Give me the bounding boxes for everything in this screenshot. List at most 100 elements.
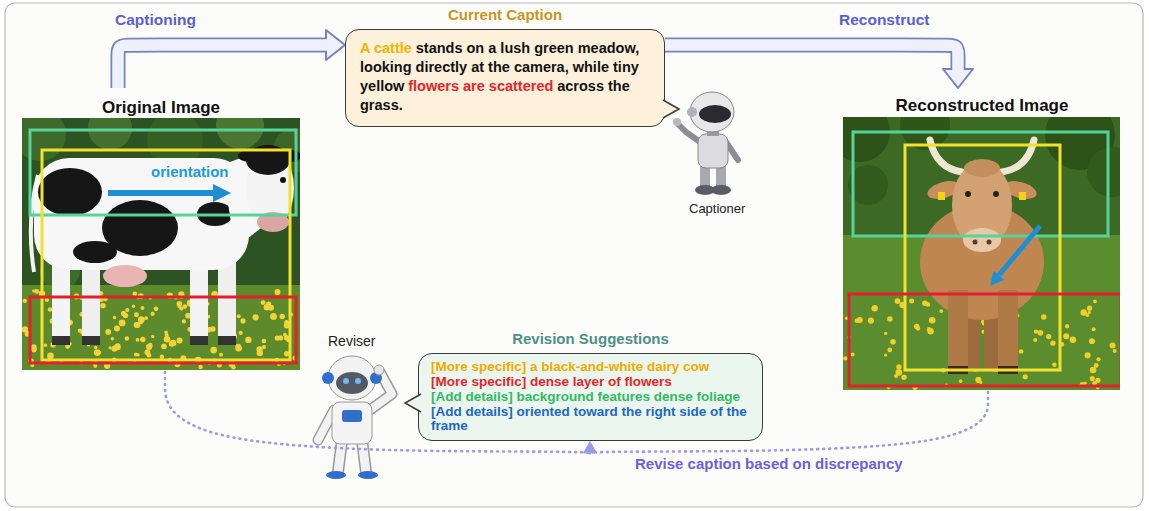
- flower-dot: [236, 344, 241, 349]
- flower-dot: [245, 337, 251, 343]
- flower-dot: [170, 340, 176, 346]
- captioner-robot-part: [698, 134, 728, 168]
- flower-dot: [147, 353, 152, 358]
- reviser-robot-part: [328, 356, 376, 400]
- flower-dot: [138, 316, 145, 323]
- bubble-tail-shape: [663, 100, 679, 118]
- image-title: Original Image: [20, 88, 302, 118]
- flower-dot: [922, 301, 927, 306]
- reconstructed-photo-part: [965, 191, 971, 197]
- reconstructed-photo-part: [987, 240, 992, 245]
- flower-dot: [134, 312, 139, 317]
- captioner-robot-part: [699, 105, 731, 123]
- flower-dot: [252, 314, 258, 320]
- reconstructed-photo-part: [993, 191, 999, 197]
- suggestion-bubble: Revision Suggestions[More specific] a bl…: [418, 330, 763, 441]
- flower-dot: [884, 353, 887, 356]
- flower-dot: [909, 299, 914, 304]
- reviser-robot-part: [338, 440, 342, 472]
- reconstructed-photo-part: [998, 290, 1018, 370]
- bubble-heading: Revision Suggestions: [418, 330, 763, 347]
- flower-dot: [140, 337, 145, 342]
- arrow-shaft-fill: [118, 45, 329, 88]
- reviser-robot-part: [362, 440, 366, 472]
- edge-label: Reconstruct: [836, 11, 932, 29]
- original-photo-part: [42, 150, 290, 360]
- flower-dot: [270, 313, 277, 320]
- flower-dot: [114, 325, 120, 331]
- original-photo-part: [82, 336, 100, 345]
- reviser-robot-part: [342, 410, 362, 422]
- flower-dot: [161, 344, 167, 350]
- captioner-robot: [673, 92, 738, 195]
- flow-arrow: [118, 30, 345, 88]
- reviser-robot-part: [358, 471, 378, 479]
- arrow-head: [583, 441, 597, 453]
- flower-dot: [914, 324, 919, 329]
- flower-dot: [1023, 374, 1028, 379]
- caption-paragraph: A cattlestands on a lush green meadow, l…: [360, 39, 650, 116]
- image-panel: Original Image: [20, 88, 302, 372]
- reconstructed-photo-part: [938, 192, 945, 200]
- flower-dot: [34, 289, 39, 294]
- flower-dot: [275, 289, 281, 295]
- original-photo-part: [108, 190, 214, 196]
- reviser-robot-part: [370, 372, 392, 410]
- flower-dot: [182, 319, 186, 323]
- caption-segment: flowers are scattered: [408, 78, 553, 94]
- edge-label: Captioning: [112, 11, 199, 29]
- reviser-robot-part: [322, 372, 334, 384]
- flower-dot: [887, 348, 892, 353]
- original-photo: [22, 118, 300, 370]
- flower-dot: [896, 369, 903, 376]
- flower-dot: [283, 333, 287, 337]
- flower-dot: [1093, 299, 1097, 303]
- flower-dot: [857, 317, 863, 323]
- speech-bubble: A cattlestands on a lush green meadow, l…: [345, 29, 665, 127]
- reconstructed-photo-part: [853, 132, 1108, 236]
- reconstructed-photo-part: [843, 117, 890, 162]
- flower-dot: [160, 355, 164, 359]
- reviser-robot-part: [370, 372, 392, 410]
- original-photo-part: [73, 241, 117, 263]
- flower-dot: [94, 346, 97, 349]
- captioner-robot-part: [687, 107, 697, 117]
- captioner-robot-part: [711, 185, 731, 195]
- flower-dot: [280, 314, 285, 319]
- figure-frame: [5, 3, 1143, 507]
- flower-dot: [1033, 338, 1037, 342]
- flower-dot: [150, 312, 154, 316]
- annotation-label: orientation: [151, 163, 229, 180]
- original-photo-part: [38, 168, 102, 216]
- flow-arrow: [665, 45, 973, 88]
- bubble-tail: [405, 394, 421, 412]
- flower-dot: [154, 307, 159, 312]
- flower-dot: [1110, 342, 1116, 348]
- arrow-shaft: [118, 45, 326, 88]
- original-photo-part: [238, 150, 262, 162]
- flower-dot: [1050, 341, 1055, 346]
- original-photo-part: [52, 336, 70, 345]
- flower-dot: [975, 377, 981, 383]
- flower-dot: [239, 331, 243, 335]
- flower-dot: [31, 347, 37, 353]
- flower-dot: [177, 338, 183, 344]
- bubble-tail-shape: [405, 394, 421, 412]
- reviser-robot: [318, 356, 392, 479]
- captioner-robot-part: [673, 118, 681, 126]
- flower-dot: [98, 351, 101, 354]
- flower-dot: [262, 339, 267, 344]
- original-photo-part: [280, 177, 286, 183]
- flower-dot: [1090, 376, 1095, 381]
- flower-dot: [198, 365, 202, 369]
- flower-dot: [1063, 333, 1069, 339]
- flower-dot: [136, 338, 140, 342]
- reviser-robot-part: [362, 440, 366, 472]
- flower-dot: [1034, 329, 1038, 333]
- reconstructed-photo-part: [963, 228, 1001, 252]
- flower-dot: [44, 344, 47, 347]
- edge-label: Revise caption based on discrepancy: [632, 455, 906, 472]
- reconstructed-photo-part: [990, 271, 1004, 286]
- flower-dot: [275, 336, 280, 341]
